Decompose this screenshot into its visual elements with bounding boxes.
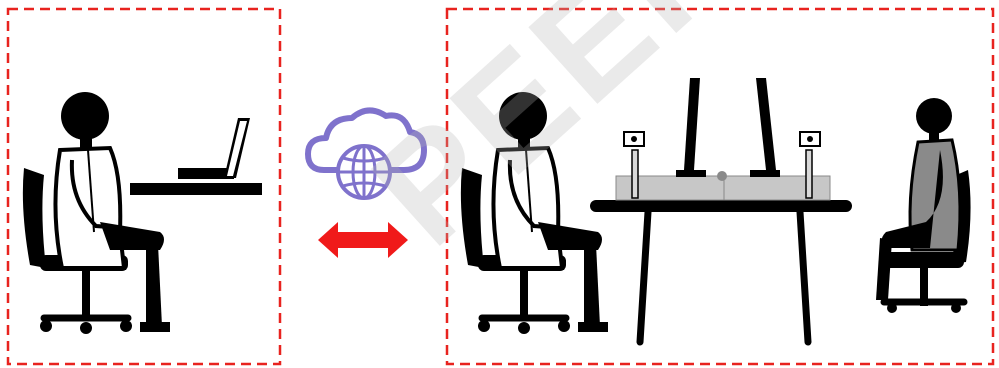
clinic-scene	[461, 78, 971, 342]
doctor-figure	[55, 92, 170, 332]
robot-console-right	[724, 78, 830, 200]
clinic-doctor-figure	[493, 92, 608, 332]
double-arrow-icon	[318, 222, 408, 258]
remote-desk	[130, 183, 262, 195]
table-center-knob	[717, 171, 727, 181]
cloud-globe-icon	[308, 110, 424, 198]
robot-console-left	[616, 78, 724, 200]
exam-table	[590, 200, 852, 342]
laptop-icon	[178, 118, 250, 179]
patient-figure	[876, 98, 960, 300]
remote-physician-scene	[23, 92, 262, 334]
